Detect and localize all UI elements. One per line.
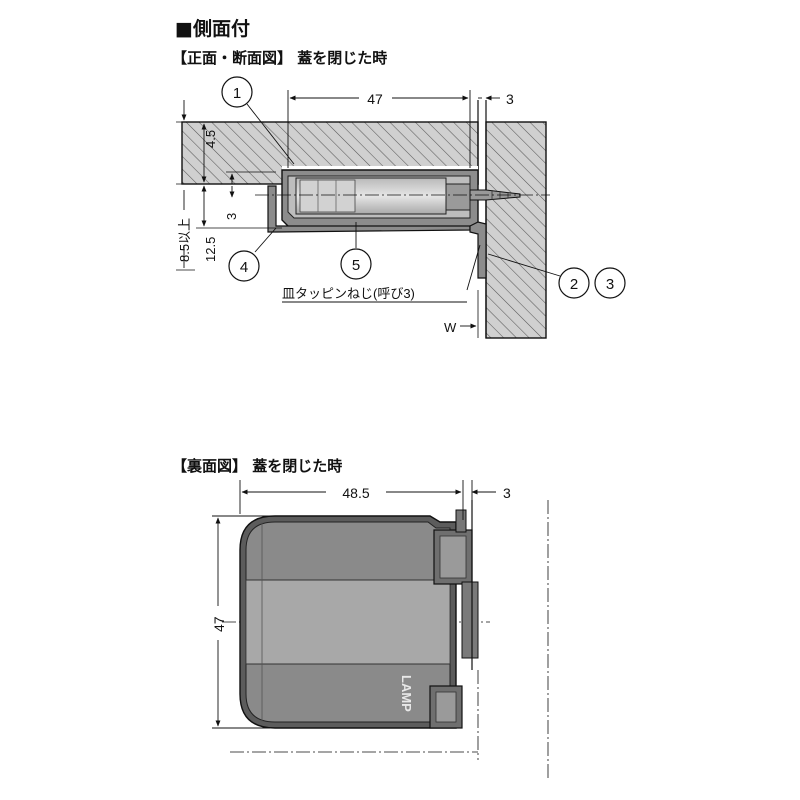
dim-w: W <box>444 320 457 335</box>
dim-47-side: 47 <box>211 616 227 632</box>
callout-1: 1 <box>233 85 241 102</box>
dim-3-back: 3 <box>503 485 511 501</box>
dim-3-small: 3 <box>224 213 239 220</box>
dim-12-5: 12.5 <box>203 237 218 262</box>
heading-side-mount: ■側面付 <box>175 18 250 40</box>
lamp-logo: LAMP <box>399 675 414 712</box>
heading-back-view: 【裏面図】 蓋を閉じた時 <box>172 457 343 475</box>
callout-2: 2 <box>570 276 578 293</box>
dim-4-5: 4.5 <box>203 130 218 148</box>
dim-47-top: 47 <box>367 91 383 107</box>
section-view: 47 3 8.5以上 4.5 12.5 3 1 4 5 <box>176 76 626 339</box>
tapping-screw <box>469 189 521 201</box>
heading-front-section: 【正面・断面図】 蓋を閉じた時 <box>172 49 388 67</box>
back-view: LAMP 48.5 3 47 <box>211 480 549 780</box>
callout-4: 4 <box>240 259 248 276</box>
callout-3: 3 <box>606 276 614 293</box>
dim-3-top: 3 <box>506 91 514 107</box>
dim-48-5: 48.5 <box>342 485 369 501</box>
dim-8-5-min: 8.5以上 <box>177 218 192 262</box>
callout-5: 5 <box>352 257 360 274</box>
screw-label: 皿タッピンねじ(呼び3) <box>282 286 415 301</box>
cabinet-side-panel <box>485 121 547 339</box>
